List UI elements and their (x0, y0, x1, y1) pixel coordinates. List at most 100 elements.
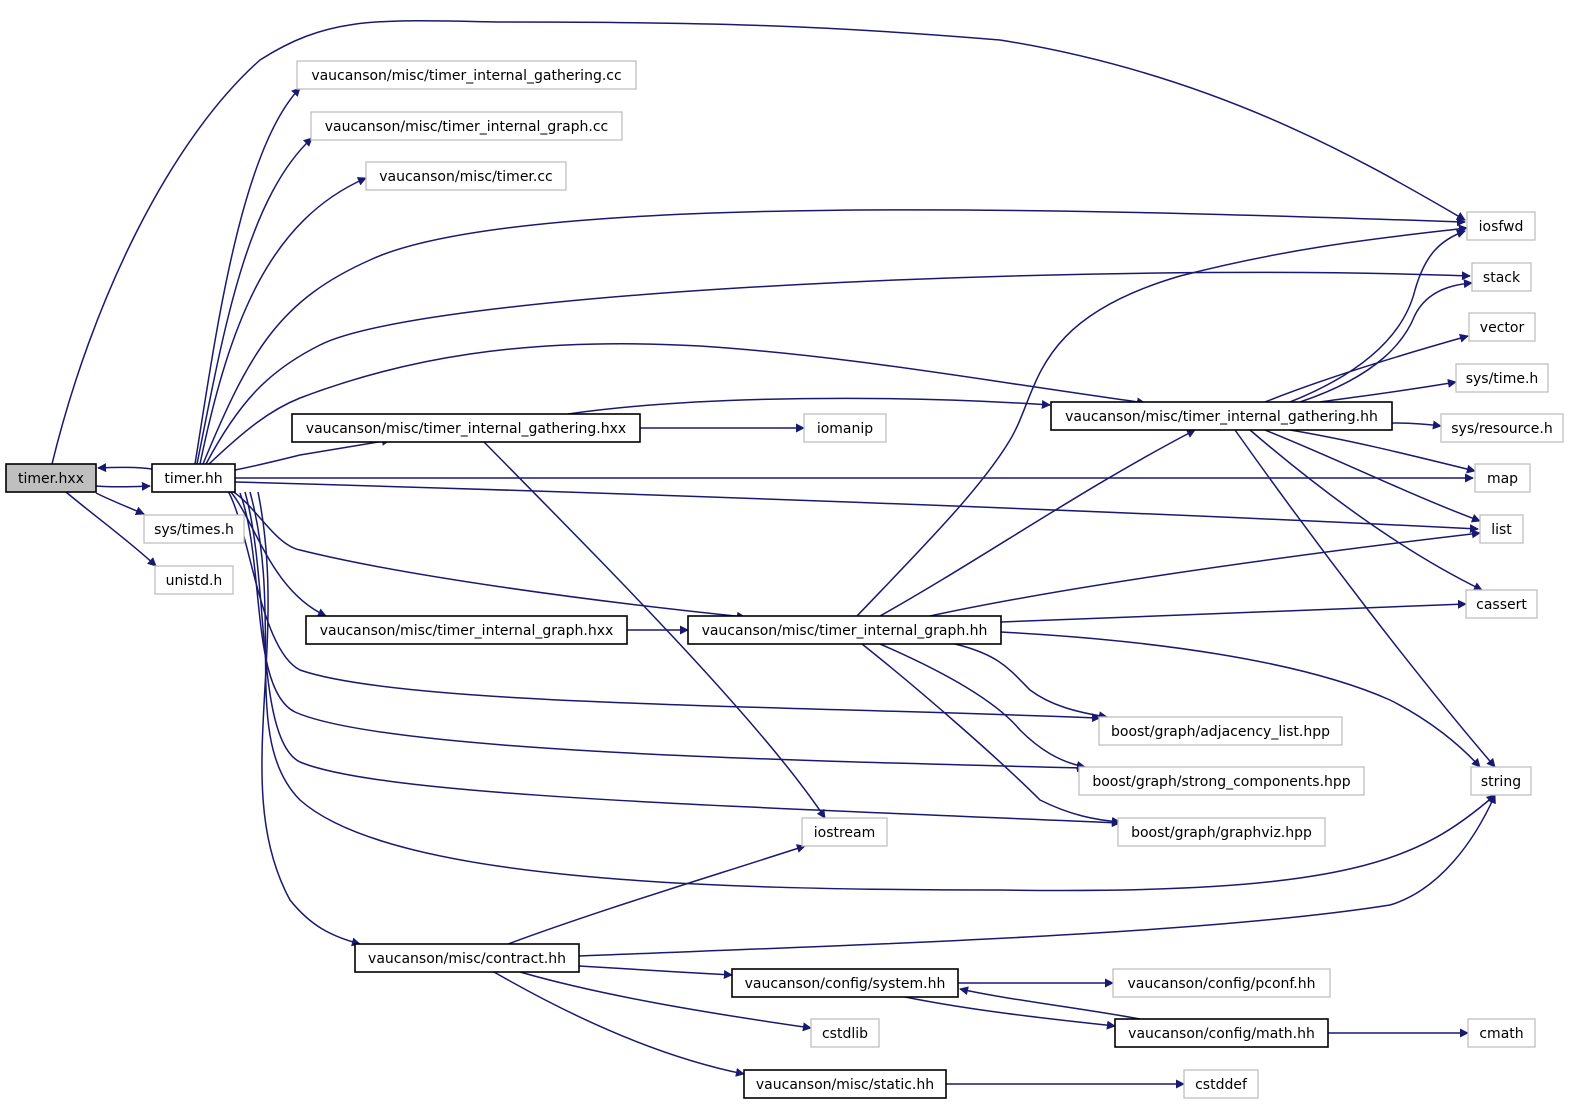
edge-tig_hxx-to-iostream (483, 441, 826, 819)
node-label: vaucanson/misc/timer_internal_gathering.… (306, 421, 626, 437)
edge-math_hh-to-system_hh (959, 986, 1141, 1020)
edge-timer_hh-to-adj_list (227, 490, 1101, 723)
node-label: vaucanson/misc/static.hh (756, 1077, 934, 1093)
edge-contract_hh-to-cstdlib (519, 971, 812, 1032)
node-box (310, 111, 623, 141)
node-vector: vector (1468, 312, 1536, 342)
node-timer-cc: vaucanson/misc/timer.cc (365, 161, 567, 191)
node-cmath: cmath (1467, 1018, 1536, 1048)
node-box (143, 514, 245, 544)
node-box (5, 463, 97, 493)
node-label: vaucanson/config/pconf.hh (1127, 976, 1315, 992)
node-box (1112, 968, 1331, 998)
edge-tigr_hh-to-tig_hh (879, 429, 1196, 617)
node-box (803, 413, 887, 443)
node-label: boost/graph/graphviz.hpp (1131, 825, 1312, 841)
node-label: cstdlib (822, 1026, 868, 1042)
edge-timer_hh-to-list (234, 481, 1479, 534)
node-timer-hh[interactable]: timer.hh (151, 463, 236, 493)
node-graphviz: boost/graph/graphviz.hpp (1117, 817, 1326, 847)
node-tig-hxx[interactable]: vaucanson/misc/timer_internal_gathering.… (291, 413, 641, 443)
edge-timer_hh-to-strong_comp (239, 492, 1086, 773)
edge-contract_hh-to-static_hh (493, 971, 745, 1077)
node-tigr-cc: vaucanson/misc/timer_internal_graph.cc (310, 111, 623, 141)
node-label: vector (1480, 320, 1525, 336)
edge-tigr_hh-to-graphviz (861, 643, 1121, 826)
node-pconf-hh: vaucanson/config/pconf.hh (1112, 968, 1331, 998)
node-box (1468, 312, 1536, 342)
node-sys-resource-h: sys/resource.h (1440, 413, 1564, 443)
node-strong-comp: boost/graph/strong_components.hpp (1078, 766, 1365, 796)
node-tig-hh[interactable]: vaucanson/misc/timer_internal_gathering.… (1050, 401, 1393, 431)
node-stack: stack (1471, 262, 1532, 292)
node-label: sys/times.h (154, 522, 234, 538)
edge-tig_hh-to-string (1234, 429, 1496, 768)
node-system-hh[interactable]: vaucanson/config/system.hh (731, 968, 959, 998)
node-box (1050, 401, 1393, 431)
edge-tigr_hh-to-iosfwd (856, 224, 1468, 617)
edge-timer_hxx-to-unistd_h (65, 491, 157, 567)
node-iomanip: iomanip (803, 413, 887, 443)
edge-timer_hh-to-string (249, 491, 1496, 892)
node-label: cmath (1479, 1026, 1523, 1042)
node-box (296, 60, 637, 90)
node-cassert: cassert (1465, 589, 1538, 619)
node-label: map (1487, 471, 1518, 487)
edge-contract_hh-to-iostream (507, 844, 806, 945)
node-label: vaucanson/misc/timer.cc (379, 169, 553, 185)
edge-timer_hh-to-tig_hxx (234, 436, 391, 471)
edge-contract_hh-to-system_hh (578, 965, 733, 980)
node-contract-hh[interactable]: vaucanson/misc/contract.hh (354, 943, 580, 973)
node-box (151, 463, 236, 493)
node-static-hh[interactable]: vaucanson/misc/static.hh (743, 1069, 947, 1099)
edge-timer_hh-to-tigr_hh (231, 490, 746, 621)
node-label: iostream (814, 825, 876, 841)
node-timer-hxx[interactable]: timer.hxx (5, 463, 97, 493)
node-tigr-hh[interactable]: vaucanson/misc/timer_internal_graph.hh (687, 615, 1002, 645)
edge-timer_hh-to-timer_cc (199, 177, 367, 465)
node-label: vaucanson/config/math.hh (1128, 1026, 1315, 1042)
node-math-hh[interactable]: vaucanson/config/math.hh (1114, 1018, 1329, 1048)
node-box (1455, 363, 1549, 393)
edge-tigr_hh-to-cassert (1000, 599, 1467, 623)
node-box (1098, 716, 1343, 746)
node-label: vaucanson/misc/timer_internal_graph.cc (325, 119, 609, 135)
node-box (354, 943, 580, 973)
edge-tig_hh-to-sys_time_h (1319, 378, 1457, 403)
node-box (1440, 413, 1564, 443)
node-label: boost/graph/adjacency_list.hpp (1111, 724, 1330, 740)
edge-timer_hh-to-stack (205, 271, 1471, 465)
edge-timer_hxx-to-sys_times_h (95, 492, 145, 516)
node-box (1183, 1069, 1259, 1099)
node-label: iomanip (817, 421, 873, 437)
node-box (365, 161, 567, 191)
edge-timer_hh-to-iosfwd (202, 209, 1466, 465)
node-box (1467, 1018, 1536, 1048)
edges-layer (51, 20, 1496, 1089)
node-string: string (1470, 766, 1532, 796)
node-tig-cc: vaucanson/misc/timer_internal_gathering.… (296, 60, 637, 90)
node-box (810, 1018, 880, 1048)
node-label: sys/time.h (1466, 371, 1539, 387)
edge-tig_hh-to-list (1264, 429, 1481, 523)
node-box (305, 615, 628, 645)
node-cstddef: cstddef (1183, 1069, 1259, 1099)
node-box (1078, 766, 1365, 796)
edge-system_hh-to-math_hh (904, 996, 1116, 1030)
edge-timer_hxx-to-iosfwd (51, 20, 1466, 465)
node-label: vaucanson/misc/timer_internal_gathering.… (1065, 409, 1378, 425)
node-box (1471, 262, 1532, 292)
node-label: boost/graph/strong_components.hpp (1092, 774, 1350, 790)
node-label: vaucanson/misc/timer_internal_graph.hxx (320, 623, 614, 639)
node-label: timer.hxx (18, 471, 84, 487)
node-tigr-hxx[interactable]: vaucanson/misc/timer_internal_graph.hxx (305, 615, 628, 645)
edge-timer_hh-to-graphviz (244, 491, 1121, 828)
node-label: iosfwd (1479, 219, 1524, 235)
edge-tig_hh-to-stack (1299, 279, 1473, 403)
node-box (1474, 463, 1531, 493)
edge-timer_hxx-to-timer_hh (95, 481, 151, 491)
edge-timer_hh-to-tigr_cc (196, 137, 313, 465)
node-label: sys/resource.h (1451, 421, 1552, 437)
